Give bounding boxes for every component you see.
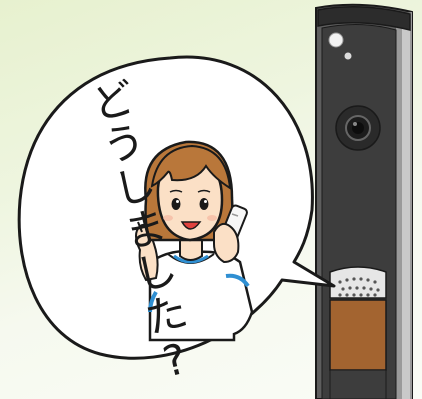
intercom-lower-panel bbox=[329, 299, 387, 371]
indicator-light-icon bbox=[328, 32, 344, 48]
speaker-grille-icon bbox=[329, 266, 387, 299]
indicator-small-icon bbox=[344, 52, 352, 60]
intercom-device bbox=[315, 3, 413, 399]
camera-lens-icon bbox=[335, 105, 381, 151]
nurse-character bbox=[135, 140, 254, 342]
